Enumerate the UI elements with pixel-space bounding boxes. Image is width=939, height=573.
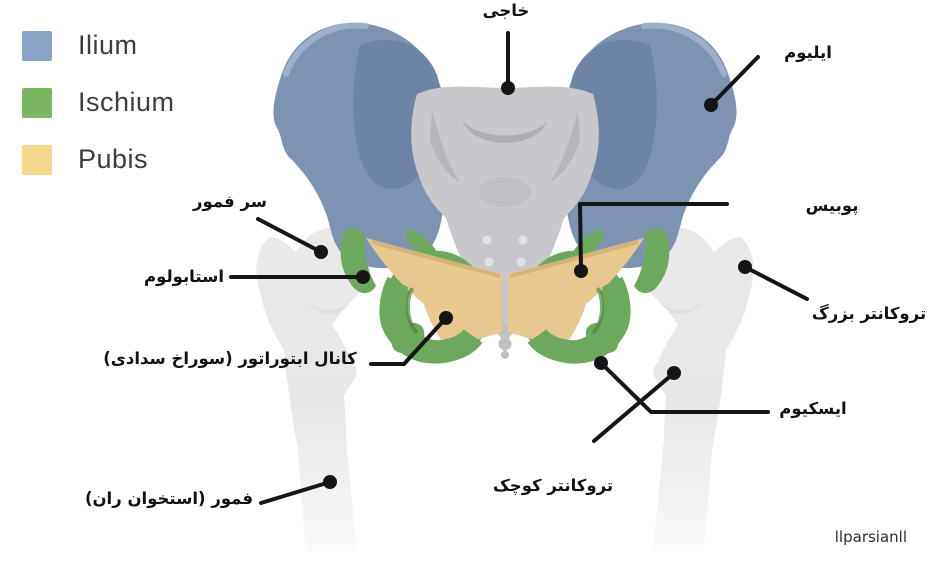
leader-dot-ischium (594, 356, 608, 370)
ischium-ring-left-inner-shade (405, 287, 419, 335)
leader-line-obturator-canal (369, 316, 448, 366)
ischium-color-swatch (22, 87, 52, 118)
label-femoral-head: سر فمور (193, 192, 267, 211)
sacrum-wing-shade-left (430, 110, 460, 182)
leader-dot-acetabulum (356, 270, 370, 284)
leader-line-femur (259, 480, 332, 505)
label-lesser-trochanter: تروکانتر کوچک (492, 476, 614, 495)
leader-line-femoral-head (256, 217, 323, 254)
femur-neck-shade (305, 300, 349, 314)
leader-dot-obturator-canal (439, 311, 453, 325)
legend-item-pubis: Pubis (22, 144, 175, 175)
leader-dot-sacrum (501, 81, 515, 95)
sacrum-wing-shade-right (550, 110, 580, 182)
label-sacrum: خاجی (482, 1, 530, 20)
leader-line-ilium (709, 55, 760, 107)
leader-dot-lesser-trochanter (667, 366, 681, 380)
pubis-left-top-edge (371, 240, 501, 278)
legend-item-ilium: Ilium (22, 30, 175, 61)
leader-line-lesser-trochanter (592, 371, 676, 443)
ilium-color-swatch (22, 30, 52, 61)
legend-item-ischium: Ischium (22, 87, 175, 118)
leader-dot-femur (323, 475, 337, 489)
leader-lines (229, 31, 809, 505)
label-ischium: ایسکیوم (779, 399, 847, 418)
label-femur: فمور (استخوان ران) (84, 489, 254, 508)
leader-line-ischium (599, 361, 770, 414)
label-acetabulum: استابولوم (144, 267, 224, 286)
label-ilium: ایلیوم (784, 43, 832, 62)
sacrum-promontory (479, 177, 531, 207)
legend-label-ilium: Ilium (78, 30, 138, 60)
sacrum-crease (463, 122, 547, 143)
leader-dot-pubis (574, 264, 588, 278)
leader-line-greater-trochanter (743, 265, 809, 301)
ilium-left-crest-highlight (283, 22, 369, 77)
legend-label-pubis: Pubis (78, 144, 149, 174)
watermark: llparsianll (834, 528, 907, 546)
label-obturator-canal: کانال ابتوراتور (سوراخ سدادی) (103, 349, 357, 368)
label-greater-trochanter: تروکانتر بزرگ (811, 304, 927, 323)
label-pubis: پوبیس (805, 196, 859, 215)
leader-line-pubis (578, 202, 729, 272)
legend-label-ischium: Ischium (78, 87, 175, 117)
leader-dot-ilium (704, 98, 718, 112)
pubis-color-swatch (22, 144, 52, 175)
legend: Ilium Ischium Pubis (22, 30, 175, 175)
leader-dot-femoral-head (314, 245, 328, 259)
leader-dot-greater-trochanter (738, 260, 752, 274)
